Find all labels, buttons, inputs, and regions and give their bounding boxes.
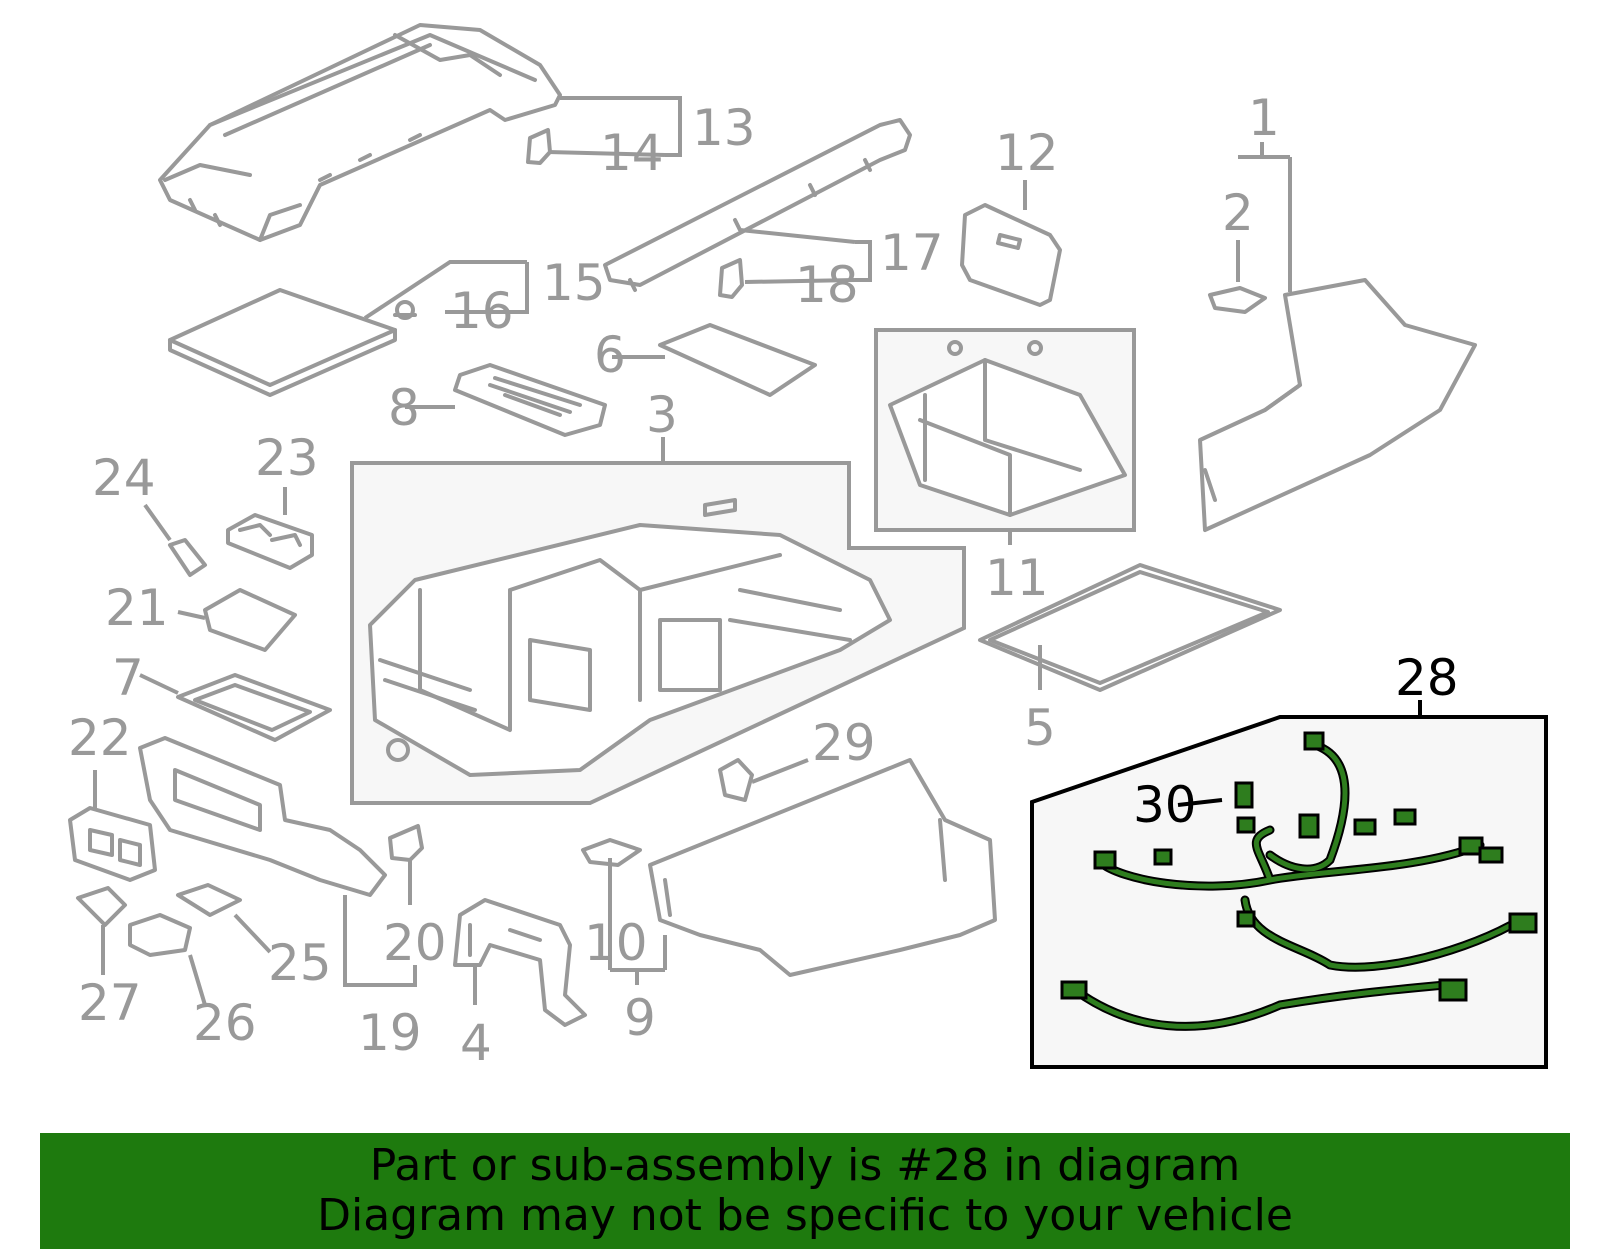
callout-15: 15 xyxy=(542,254,606,312)
part-24-button xyxy=(168,538,207,577)
part-25-clip xyxy=(176,883,242,917)
callout-20: 20 xyxy=(383,914,447,972)
part-28-box xyxy=(1030,715,1548,1069)
part-9-side-panel xyxy=(648,758,997,977)
part-8-grille-mat xyxy=(453,363,607,437)
part-3-console-base xyxy=(368,498,892,777)
leader-lines xyxy=(93,96,1422,1006)
banner-line-2: Diagram may not be specific to your vehi… xyxy=(317,1190,1293,1241)
callout-16: 16 xyxy=(450,282,514,340)
part-4-bracket xyxy=(453,898,587,1027)
callout-26: 26 xyxy=(193,994,257,1052)
part-26-switch xyxy=(128,913,192,957)
callout-29: 29 xyxy=(812,714,876,772)
part-22-bezel xyxy=(68,806,157,882)
callout-6: 6 xyxy=(594,326,626,384)
part-11-storage-bin xyxy=(888,340,1127,517)
part-17-trim-strip xyxy=(603,118,912,292)
callout-13: 13 xyxy=(692,99,756,157)
callout-10: 10 xyxy=(584,914,648,972)
info-banner: Part or sub-assembly is #28 in diagram D… xyxy=(40,1133,1570,1249)
callout-22: 22 xyxy=(68,709,132,767)
callout-7: 7 xyxy=(112,649,144,707)
callout-17: 17 xyxy=(880,224,944,282)
callout-2: 2 xyxy=(1222,184,1254,242)
callout-28: 28 xyxy=(1395,649,1459,707)
part-20-clip xyxy=(388,824,424,862)
parts-diagram: 1 2 3 4 5 6 7 8 9 10 11 12 13 14 15 16 1… xyxy=(68,23,1548,1072)
callout-labels: 1 2 3 4 5 6 7 8 9 10 11 12 13 14 15 16 1… xyxy=(68,89,1459,1072)
callout-11: 11 xyxy=(985,549,1049,607)
part-5-mat xyxy=(978,563,1282,692)
callout-19: 19 xyxy=(358,1004,422,1062)
callout-3: 3 xyxy=(646,386,678,444)
part-28-wiring-harness[interactable] xyxy=(1060,731,1538,1031)
callout-4: 4 xyxy=(460,1014,492,1072)
part-12-cover-plate xyxy=(960,203,1062,307)
part-7-mat xyxy=(176,673,332,742)
callout-5: 5 xyxy=(1024,699,1056,757)
part-27-cap xyxy=(76,886,127,927)
callout-12: 12 xyxy=(995,124,1059,182)
callout-27: 27 xyxy=(78,974,142,1032)
part-16-pin xyxy=(393,300,417,320)
callout-8: 8 xyxy=(388,379,420,437)
callout-21: 21 xyxy=(105,579,169,637)
part-21-trim xyxy=(203,588,297,652)
part-15-storage-lid xyxy=(168,288,397,397)
part-6-tray-mat xyxy=(658,323,817,397)
callout-23: 23 xyxy=(255,429,319,487)
callout-24: 24 xyxy=(92,449,156,507)
part-29-clip xyxy=(718,758,754,802)
callout-1: 1 xyxy=(1248,89,1280,147)
callout-18: 18 xyxy=(795,256,859,314)
part-18-clip xyxy=(718,258,744,299)
callout-25: 25 xyxy=(268,934,332,992)
part-2-clip xyxy=(1208,286,1267,314)
part-1-side-panel xyxy=(1198,278,1477,532)
part-14-clip xyxy=(526,128,552,165)
callout-30: 30 xyxy=(1133,776,1197,834)
part-19-front-trim xyxy=(138,736,387,897)
part-10-clip xyxy=(581,838,642,867)
part-23-switch xyxy=(226,513,314,570)
part-13-console-tray xyxy=(158,23,562,242)
callout-14: 14 xyxy=(600,124,664,182)
banner-line-1: Part or sub-assembly is #28 in diagram xyxy=(369,1140,1241,1191)
callout-9: 9 xyxy=(624,989,656,1047)
